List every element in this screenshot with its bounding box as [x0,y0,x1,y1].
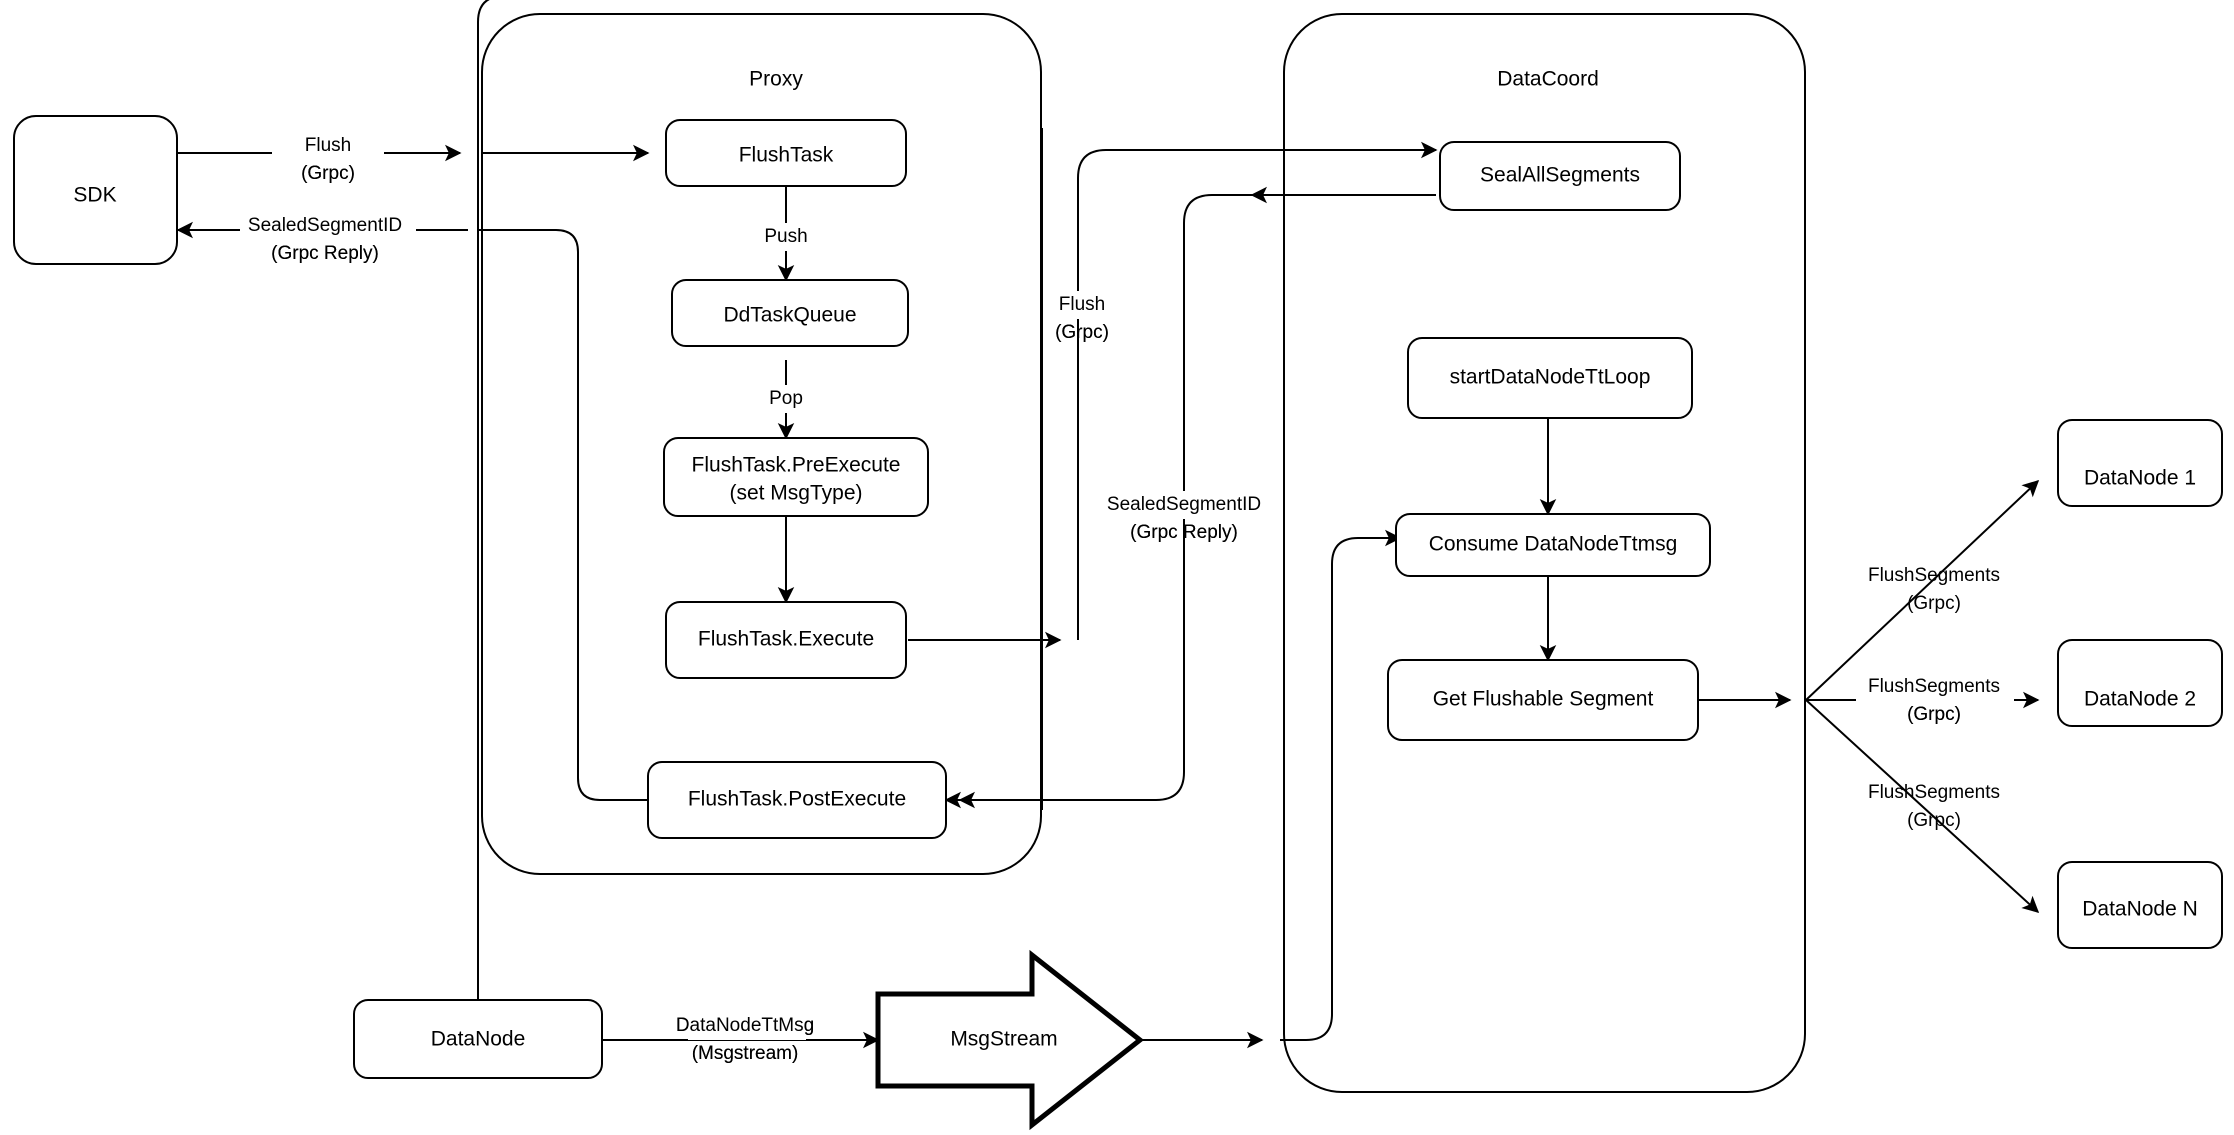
sdk-flush-label-line2-top: (Grpc) [301,163,355,184]
sdk-label: SDK [73,184,116,207]
consume-ttmsg-box[interactable] [1395,513,1711,577]
edge-label-flushsegments-2-top: FlushSegments (Grpc) [1868,676,2000,725]
edge-rail-top-corner [477,0,490,23]
postexecute-label: FlushTask.PostExecute [688,788,906,811]
edge-label-proxy-flush-top: Flush (Grpc) [1055,294,1109,343]
flushsegments-n-label-line2: (Grpc) [1907,810,1961,831]
edge-label-flushsegments-n: FlushSegments (Grpc) [1868,782,2000,831]
edge-label-flushsegments-1: FlushSegments (Grpc) [1868,565,2000,614]
datanode-ttmsg-label-line2: (Msgstream) [692,1043,799,1064]
seal-all-segments-box[interactable] [1439,141,1681,211]
datanode-ttmsg-label-line2-top: (Msgstream) [692,1043,799,1064]
datanode-1-box[interactable] [2057,419,2223,507]
label-knockout-sdk-flush [272,132,384,162]
dd-task-queue-label: DdTaskQueue [723,304,856,327]
edge-hub-to-datanode-n [1805,699,2040,914]
proxy-container-label: Proxy [749,68,803,91]
datanode-n-label: DataNode N [2082,898,2198,921]
node-datanode-source[interactable]: DataNode [353,999,603,1079]
flushsegments-n-label-line1: FlushSegments [1868,782,2000,803]
node-get-flushable-segment[interactable]: Get Flushable Segment [1387,659,1699,741]
edge-label-sdk-reply-top: SealedSegmentID (Grpc Reply) [248,215,402,264]
edge-label-pop-top: Pop [769,388,803,409]
label-knockout-datanode-ttmsg [688,1012,806,1040]
edge-label-push-top: Push [764,226,807,247]
preexecute-box[interactable] [663,437,929,517]
sdk-flush-label-line1-top: Flush [305,135,351,156]
proxy-reply-label-line1-top: SealedSegmentID [1107,494,1261,515]
edge-postexecute-to-sdk-reply [478,229,648,801]
flushsegments-1-label-line2: (Grpc) [1907,593,1961,614]
edge-datacoord-rail-to-consume [1280,529,1402,1041]
proxy-reply-label-line2-top: (Grpc Reply) [1130,522,1238,543]
proxy-flush-label-line2-top: (Grpc) [1055,322,1109,343]
flushsegments-2-label-line2: (Grpc) [1907,704,1961,725]
proxy-flush-label-line2: (Grpc) [1055,322,1109,343]
label-knockout-pop [756,385,818,413]
proxy-flush-label-line1-top: Flush [1059,294,1105,315]
datanode-1-label: DataNode 1 [2084,467,2196,490]
node-start-datanode-ttloop[interactable]: startDataNodeTtLoop [1407,337,1693,419]
seal-all-segments-label: SealAllSegments [1480,164,1640,187]
node-msgstream[interactable]: MsgStream [875,949,1145,1131]
node-seal-all-segments[interactable]: SealAllSegments [1439,141,1681,211]
label-knockout-sdk-reply [240,212,416,242]
datanode-ttmsg-label-line1-top: DataNodeTtMsg [676,1015,814,1036]
label-knockout-proxy-reply [1096,491,1274,519]
msgstream-label: MsgStream [950,1028,1057,1051]
datanode-source-box[interactable] [353,999,603,1079]
node-consume-datanode-ttmsg[interactable]: Consume DataNodeTtmsg [1395,513,1711,577]
sdk-flush-label-line2: (Grpc) [301,163,355,184]
datanode-source-label: DataNode [431,1028,526,1051]
node-flushtask-execute[interactable]: FlushTask.Execute [665,601,907,679]
preexecute-label-line2: (set MsgType) [729,482,862,505]
node-datanode-1[interactable]: DataNode 1 [2057,419,2223,507]
node-datanode-n[interactable]: DataNode N [2057,861,2223,949]
msgstream-arrow-shape[interactable] [875,949,1145,1131]
edge-flush-grpc-rail-to-sealallsegments [1077,141,1438,640]
flushsegments-1-label-line1: FlushSegments [1868,565,2000,586]
proxy-reply-label-line2: (Grpc Reply) [1130,522,1238,543]
dd-task-queue-box[interactable] [671,279,909,347]
edge-label-sdk-flush-top: Flush (Grpc) [301,135,355,184]
datanode-2-label: DataNode 2 [2084,688,2196,711]
flush-task-label: FlushTask [739,144,834,167]
node-flushtask-preexecute[interactable]: FlushTask.PreExecute (set MsgType) [663,437,929,517]
flushsegments-2-label-line1-top: FlushSegments [1868,676,2000,697]
sdk-reply-label-line1-top: SealedSegmentID [248,215,402,236]
postexecute-box[interactable] [647,761,947,839]
flushsegments-2-label-line2-top: (Grpc) [1907,704,1961,725]
node-dd-task-queue[interactable]: DdTaskQueue [671,279,909,347]
datacoord-container-outline [1283,13,1806,1093]
start-ttloop-label: startDataNodeTtLoop [1450,366,1651,389]
get-flushable-segment-box[interactable] [1387,659,1699,741]
container-datacoord: DataCoord [1283,13,1806,1093]
edge-label-datanode-ttmsg-top: DataNodeTtMsg (Msgstream) [676,1015,814,1064]
edge-hub-to-datanode-1 [1805,479,2040,701]
datanode-2-box[interactable] [2057,639,2223,727]
node-flushtask-postexecute[interactable]: FlushTask.PostExecute [647,761,947,839]
execute-label: FlushTask.Execute [698,628,874,651]
sdk-box[interactable] [13,115,178,265]
execute-box[interactable] [665,601,907,679]
edge-label-proxy-reply-top: SealedSegmentID (Grpc Reply) [1107,494,1261,543]
node-datanode-2[interactable]: DataNode 2 [2057,639,2223,727]
label-knockout-proxy-flush [1048,291,1122,319]
start-ttloop-box[interactable] [1407,337,1693,419]
sdk-reply-label-line2: (Grpc Reply) [271,243,379,264]
datacoord-container-label: DataCoord [1497,68,1599,91]
sdk-reply-label-line2-top: (Grpc Reply) [271,243,379,264]
preexecute-label-line1: FlushTask.PreExecute [692,454,901,477]
node-sdk[interactable]: SDK [13,115,178,265]
label-knockout-push [752,223,822,251]
node-flush-task[interactable]: FlushTask [665,119,907,187]
get-flushable-segment-label: Get Flushable Segment [1433,688,1654,711]
datanode-n-box[interactable] [2057,861,2223,949]
label-knockout-flushsegments-2 [1856,673,2014,701]
consume-ttmsg-label: Consume DataNodeTtmsg [1429,533,1678,556]
flush-task-box[interactable] [665,119,907,187]
